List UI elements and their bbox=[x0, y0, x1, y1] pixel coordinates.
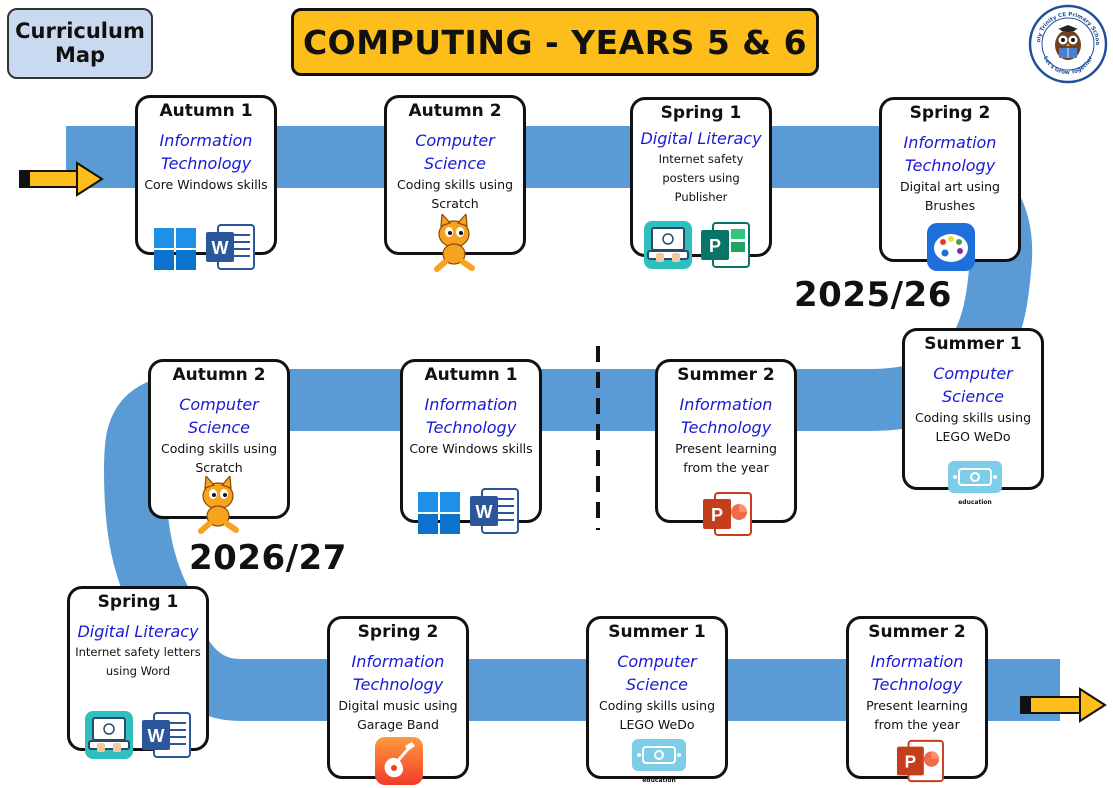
term-label: Autumn 2 bbox=[408, 101, 502, 121]
svg-text:W: W bbox=[476, 502, 493, 522]
card-summer1-y1: Summer 1 Computer Science Coding skills … bbox=[902, 328, 1044, 490]
subject-label: Information Technology bbox=[679, 395, 773, 437]
windows-icon bbox=[154, 228, 196, 270]
term-label: Spring 2 bbox=[909, 103, 991, 123]
subject-label: Digital Literacy bbox=[77, 622, 199, 641]
term-label: Autumn 1 bbox=[424, 365, 518, 385]
card-autumn2-y2: Autumn 2 Computer Science Coding skills … bbox=[148, 359, 290, 519]
description-label: Coding skills using Scratch bbox=[160, 441, 278, 475]
lego-education-caption: education bbox=[958, 499, 992, 506]
page-title: COMPUTING - YEARS 5 & 6 bbox=[291, 8, 819, 76]
powerpoint-icon: P bbox=[703, 492, 752, 536]
svg-text:P: P bbox=[905, 752, 917, 772]
term-label: Autumn 1 bbox=[159, 101, 253, 121]
card-autumn2-y1: Autumn 2 Computer Science Coding skills … bbox=[384, 95, 526, 255]
svg-text:W: W bbox=[148, 726, 165, 746]
term-label: Summer 2 bbox=[677, 365, 775, 385]
lego-wedo-badge: education bbox=[947, 460, 1003, 506]
year-label-2025: 2025/26 bbox=[794, 275, 952, 315]
description-label: Digital music using Garage Band bbox=[338, 698, 458, 732]
lego-wedo-icon bbox=[632, 739, 686, 771]
owl-reading-icon bbox=[1055, 25, 1081, 60]
description-label: Coding skills using LEGO WeDo bbox=[598, 698, 716, 732]
term-label: Summer 2 bbox=[868, 622, 966, 642]
lego-wedo-icon bbox=[948, 461, 1002, 493]
curriculum-map-label: Curriculum Map bbox=[7, 8, 153, 79]
lego-wedo-badge: education bbox=[631, 738, 687, 784]
laptop-safety-icon bbox=[85, 711, 133, 759]
subject-label: Information Technology bbox=[424, 395, 518, 437]
description-label: Present learning from the year bbox=[675, 441, 777, 475]
start-arrow-icon bbox=[19, 161, 104, 197]
svg-text:P: P bbox=[709, 236, 721, 256]
lego-education-caption: education bbox=[642, 777, 676, 784]
garageband-icon bbox=[375, 737, 423, 785]
word-icon: W bbox=[470, 488, 519, 534]
scratch-cat-icon bbox=[198, 476, 239, 534]
brushes-palette-icon bbox=[927, 223, 975, 271]
page-title-text: COMPUTING - YEARS 5 & 6 bbox=[302, 22, 808, 62]
description-label: Internet safety posters using Publisher bbox=[658, 152, 744, 204]
subject-label: Computer Science bbox=[617, 652, 697, 694]
publisher-icon: P bbox=[701, 222, 750, 268]
svg-text:P: P bbox=[711, 505, 723, 525]
word-icon: W bbox=[206, 224, 255, 270]
description-label: Digital art using Brushes bbox=[900, 179, 1000, 213]
term-label: Summer 1 bbox=[608, 622, 706, 642]
term-label: Autumn 2 bbox=[172, 365, 266, 385]
subject-label: Information Technology bbox=[159, 131, 253, 173]
subject-label: Computer Science bbox=[933, 364, 1013, 406]
description-label: Coding skills using Scratch bbox=[396, 177, 514, 211]
year-label-2026: 2026/27 bbox=[189, 538, 347, 578]
scratch-cat-icon bbox=[434, 214, 475, 272]
description-label: Core Windows skills bbox=[409, 441, 533, 456]
description-label: Core Windows skills bbox=[144, 177, 268, 192]
svg-text:W: W bbox=[212, 238, 229, 258]
subject-label: Digital Literacy bbox=[640, 129, 762, 148]
subject-label: Computer Science bbox=[415, 131, 495, 173]
description-label: Present learning from the year bbox=[866, 698, 968, 732]
term-label: Spring 1 bbox=[660, 103, 742, 123]
term-label: Spring 1 bbox=[97, 592, 179, 612]
powerpoint-icon: P bbox=[897, 739, 944, 783]
term-label: Summer 1 bbox=[924, 334, 1022, 354]
subject-label: Computer Science bbox=[179, 395, 259, 437]
description-label: Coding skills using LEGO WeDo bbox=[914, 410, 1032, 444]
subject-label: Information Technology bbox=[870, 652, 964, 694]
school-logo: Holy Trinity CE Primary School Let's Gro… bbox=[1028, 4, 1108, 84]
laptop-safety-icon bbox=[644, 221, 692, 269]
curriculum-map-text: Curriculum Map bbox=[15, 19, 145, 67]
subject-label: Information Technology bbox=[903, 133, 997, 175]
subject-label: Information Technology bbox=[351, 652, 445, 694]
term-label: Spring 2 bbox=[357, 622, 439, 642]
windows-icon bbox=[418, 492, 460, 534]
end-arrow-icon bbox=[1020, 687, 1107, 723]
card-spring2-y1: Spring 2 Information Technology Digital … bbox=[879, 97, 1021, 262]
year-divider-line bbox=[596, 346, 600, 530]
word-icon: W bbox=[142, 712, 191, 758]
description-label: Internet safety letters using Word bbox=[75, 645, 201, 678]
